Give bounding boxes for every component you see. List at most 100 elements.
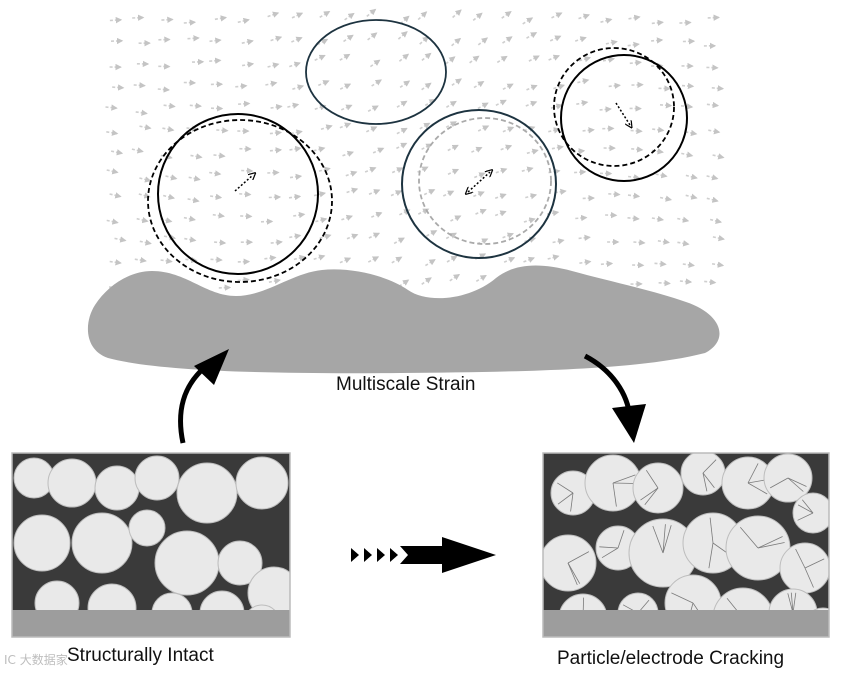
flow-arrow-icon	[339, 122, 352, 129]
flow-arrow-icon	[160, 153, 173, 160]
flow-arrow-icon	[396, 127, 408, 135]
main-caption: Multiscale Strain	[336, 374, 476, 395]
flow-arrow-icon	[162, 126, 175, 133]
flow-arrow-icon	[293, 254, 306, 262]
flow-arrow-icon	[372, 147, 385, 154]
flow-arrow-icon	[633, 239, 646, 246]
crack-line	[801, 499, 814, 514]
particle-left	[147, 113, 333, 283]
flow-arrow-icon	[318, 166, 331, 173]
flow-arrow-icon	[419, 122, 431, 130]
flow-arrow-icon	[712, 234, 725, 242]
micrograph-particle	[128, 509, 166, 547]
flow-arrow-icon	[629, 59, 642, 66]
micrograph-particle	[94, 465, 140, 511]
crack-line	[795, 548, 806, 569]
flow-arrow-icon	[210, 256, 223, 263]
flow-arrow-icon	[577, 78, 590, 85]
flow-arrow-icon	[419, 36, 429, 45]
crack-line	[557, 482, 574, 494]
micrograph-particle	[13, 514, 71, 572]
crack-line	[567, 551, 590, 564]
crack-line	[601, 547, 619, 559]
flow-arrow-icon	[551, 12, 563, 19]
crack-line	[644, 487, 659, 505]
flow-arrow-icon	[711, 85, 725, 92]
flow-arrow-icon	[682, 261, 695, 268]
flow-arrow-icon	[292, 84, 305, 91]
flow-arrow-icon	[209, 170, 222, 177]
flow-arrow-icon	[685, 173, 698, 180]
flow-arrow-icon	[184, 236, 197, 243]
flow-arrow-icon	[398, 279, 410, 288]
flow-arrow-icon	[421, 143, 433, 151]
flow-arrow-icon	[451, 78, 462, 86]
flow-arrow-icon	[578, 234, 591, 241]
flow-arrow-icon	[216, 127, 229, 134]
crack-line	[567, 562, 578, 586]
flow-arrow-icon	[289, 61, 301, 68]
flow-arrow-icon	[339, 83, 352, 90]
flow-arrow-icon	[344, 12, 355, 21]
flow-arrow-icon	[547, 254, 560, 261]
flow-arrow-icon	[313, 191, 327, 198]
crack-line	[640, 487, 659, 501]
crack-line	[702, 459, 717, 474]
flow-arrow-icon	[417, 208, 430, 215]
crack-line	[804, 567, 814, 588]
displacement-arrow-icon	[615, 102, 630, 125]
micrograph-particle	[13, 457, 55, 499]
flow-arrow-icon	[367, 32, 378, 41]
flow-arrow-icon	[523, 256, 535, 263]
flow-arrow-icon	[241, 61, 255, 68]
flow-arrow-icon	[417, 11, 428, 21]
flow-arrow-icon	[424, 259, 436, 267]
flow-arrow-icon	[550, 103, 563, 110]
flow-arrow-icon	[449, 273, 461, 282]
flow-arrow-icon	[442, 190, 455, 197]
flow-arrow-icon	[679, 278, 693, 285]
flow-arrow-icon	[579, 259, 592, 266]
flow-arrow-icon	[681, 151, 694, 158]
flow-arrow-icon	[426, 230, 438, 237]
flow-arrow-icon	[289, 233, 302, 240]
micrograph-particle	[217, 540, 263, 586]
flow-arrow-icon	[341, 214, 354, 221]
crack-line	[612, 474, 636, 484]
crack-line	[652, 525, 664, 554]
crack-line	[557, 492, 574, 505]
flow-arrow-icon	[390, 190, 403, 197]
flow-arrow-icon	[161, 16, 174, 23]
micrograph-intact	[11, 452, 291, 638]
flow-arrow-icon	[551, 144, 564, 151]
flow-arrow-icon	[711, 261, 725, 268]
flow-arrow-icon	[651, 37, 664, 44]
crack-line	[792, 592, 797, 614]
flow-arrow-icon	[575, 214, 588, 222]
flow-arrow-icon	[521, 166, 534, 173]
flow-arrow-icon	[681, 82, 695, 90]
flow-arrow-icon	[526, 148, 539, 155]
flow-arrow-icon	[502, 232, 514, 239]
flow-arrow-icon	[424, 98, 436, 107]
crack-line	[708, 542, 714, 569]
flow-arrow-icon	[399, 209, 411, 216]
flow-arrow-icon	[496, 55, 508, 64]
flow-arrow-icon	[452, 9, 462, 19]
flow-arrow-icon	[477, 102, 489, 110]
flow-arrow-icon	[157, 86, 170, 93]
crack-line	[787, 477, 804, 492]
flow-arrow-icon	[237, 276, 250, 284]
flow-arrow-icon	[268, 194, 282, 201]
flow-arrow-icon	[237, 17, 250, 25]
flow-arrow-icon	[369, 59, 381, 68]
flow-arrow-icon	[214, 15, 228, 22]
flow-arrow-icon	[183, 215, 196, 222]
crack-line	[787, 477, 807, 487]
flow-arrow-icon	[289, 145, 302, 153]
flow-arrow-icon	[139, 239, 152, 246]
flow-arrow-icon	[241, 167, 254, 174]
crack-line	[804, 558, 825, 569]
flow-arrow-icon	[367, 105, 379, 113]
crack-line	[747, 482, 768, 495]
